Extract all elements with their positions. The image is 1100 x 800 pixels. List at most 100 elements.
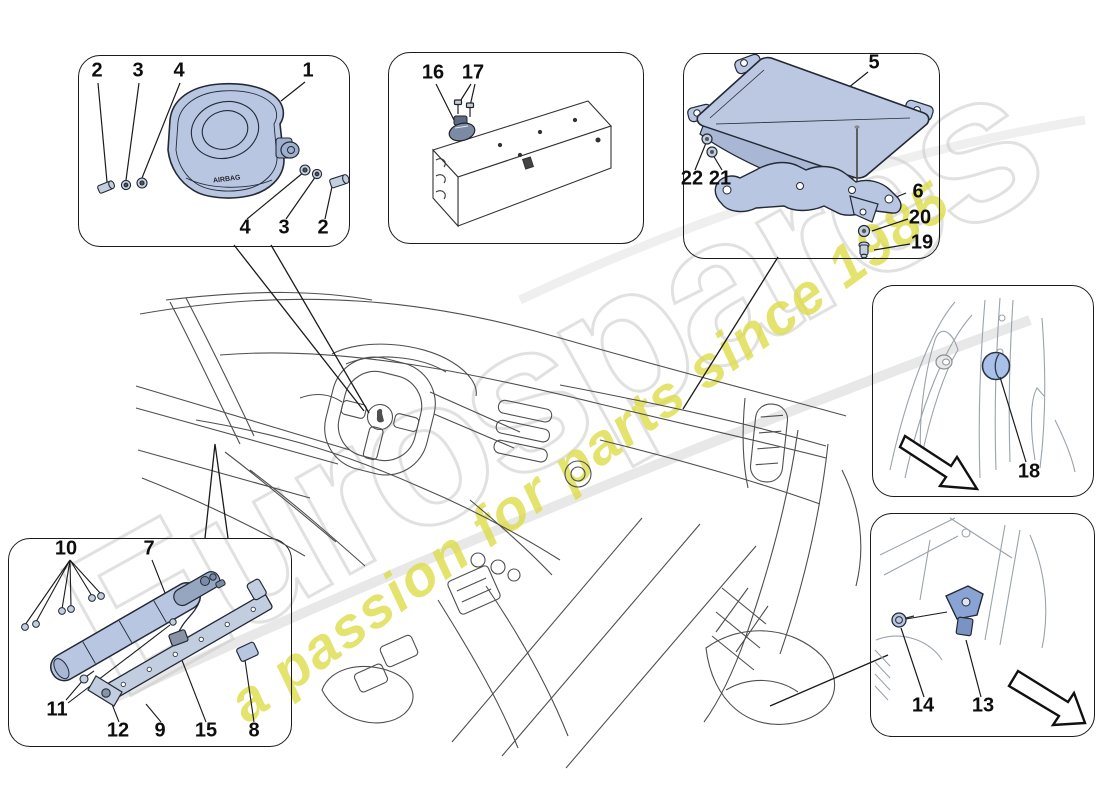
wheel-hub — [366, 403, 394, 431]
cap-18 — [981, 351, 1011, 381]
detail-box-crash-beam — [388, 52, 644, 244]
wheel-spoke-bottom — [362, 426, 384, 461]
callout-19[interactable]: 19 — [910, 231, 934, 254]
pointer-sensor-box — [769, 654, 889, 707]
wheel-spoke-left — [340, 400, 367, 419]
right-door-lines — [703, 429, 829, 723]
leader-lines-box1 — [97, 81, 334, 220]
pointer-passenger-box — [682, 256, 779, 410]
pointer-knee-box — [204, 443, 229, 539]
callout-7[interactable]: 7 — [143, 537, 155, 560]
pad-8 — [236, 641, 259, 662]
callout-3a[interactable]: 3 — [132, 59, 144, 82]
direction-arrow — [898, 434, 980, 491]
callout-11[interactable]: 11 — [46, 698, 68, 721]
steering-airbag-module — [167, 82, 285, 199]
screw-14 — [891, 612, 915, 628]
passenger-airbag-parts — [687, 53, 934, 259]
steering-column — [299, 391, 521, 449]
detail-box-passenger-airbag — [683, 53, 940, 259]
callout-22[interactable]: 22 — [680, 167, 704, 190]
gear-gate — [447, 565, 501, 615]
door-top-line — [165, 291, 373, 301]
door-crosshatch — [711, 587, 769, 671]
wire-screw — [169, 618, 177, 626]
screws-10 — [21, 592, 105, 631]
fasteners-right — [299, 164, 350, 189]
leader-lines-box6 — [900, 627, 982, 698]
crash-sensor-16 — [448, 115, 476, 142]
a-pillar-lines — [169, 297, 255, 445]
wheel-rim-outer — [324, 356, 436, 476]
callout-21[interactable]: 21 — [708, 167, 732, 190]
callout-12[interactable]: 12 — [106, 719, 130, 742]
module-connector — [280, 141, 300, 159]
callout-13[interactable]: 13 — [971, 694, 995, 717]
callout-14[interactable]: 14 — [911, 694, 935, 717]
box-pointer-lines — [204, 244, 889, 707]
callout-4a[interactable]: 4 — [173, 59, 185, 82]
dash-front-edge — [195, 419, 561, 561]
detail-box-pillar-cap — [872, 285, 1094, 497]
airbag-label-text: AIRBAG — [213, 174, 242, 184]
dash-knob — [564, 460, 592, 488]
callout-9[interactable]: 9 — [154, 719, 166, 742]
vent-bezel — [742, 397, 749, 489]
right-side-vent — [749, 403, 789, 483]
callout-3b[interactable]: 3 — [278, 216, 290, 239]
pillar-cap-detail — [889, 297, 1076, 491]
car-interior-drawing — [135, 291, 862, 769]
door-sill-line — [141, 477, 306, 557]
right-seat-edge — [841, 469, 862, 587]
callout-16[interactable]: 16 — [421, 61, 445, 84]
crash-sensor-detail — [874, 517, 1087, 727]
sensor-13 — [945, 585, 984, 637]
armrest — [321, 665, 414, 724]
grommet-12 — [101, 688, 111, 698]
wheel-spoke-right — [393, 413, 420, 432]
screws-17 — [453, 99, 475, 117]
screw-19 — [858, 241, 870, 259]
callout-6[interactable]: 6 — [912, 180, 924, 203]
callout-15[interactable]: 15 — [194, 719, 218, 742]
console-top-edge — [469, 499, 553, 576]
fasteners-left — [97, 177, 148, 194]
detail-box-crash-sensor — [870, 513, 1095, 737]
connector-15 — [168, 629, 189, 647]
pointer-steering-box — [233, 244, 370, 414]
detail-box-knee-airbag — [8, 538, 292, 747]
callout-5[interactable]: 5 — [868, 51, 880, 74]
footwell-lines — [224, 451, 366, 567]
callout-4b[interactable]: 4 — [239, 216, 251, 239]
screw-11 — [79, 670, 95, 684]
detail-box-steering-airbag — [78, 55, 350, 247]
dash-top-edge — [219, 352, 827, 459]
windshield-base-line — [139, 298, 847, 417]
callout-10[interactable]: 10 — [54, 537, 78, 560]
steering-airbag-parts: AIRBAG — [97, 81, 350, 220]
crash-beam-parts — [432, 83, 612, 228]
steering-wheel — [324, 356, 436, 476]
direction-arrow-2 — [1007, 669, 1087, 727]
callout-20[interactable]: 20 — [908, 206, 932, 229]
console-sides — [437, 585, 569, 749]
leader-lines-box5 — [24, 559, 255, 723]
chassis-line-art — [874, 517, 1047, 701]
ferrari-horse-emblem — [376, 408, 384, 423]
callout-18[interactable]: 18 — [1017, 460, 1041, 483]
tunnel-lines — [451, 517, 757, 769]
cluster-hood — [331, 343, 477, 397]
callout-2b[interactable]: 2 — [317, 216, 329, 239]
callout-2a[interactable]: 2 — [91, 59, 103, 82]
crash-beam — [432, 100, 612, 228]
center-vents — [493, 399, 553, 463]
callout-1[interactable]: 1 — [302, 59, 314, 82]
passenger-airbag-module — [696, 56, 930, 179]
callout-17[interactable]: 17 — [461, 61, 485, 84]
callout-8[interactable]: 8 — [248, 719, 260, 742]
gas-generator — [173, 571, 226, 607]
seat-cushion — [705, 630, 836, 725]
leader-line-18 — [999, 376, 1027, 463]
module-rings — [190, 100, 260, 160]
